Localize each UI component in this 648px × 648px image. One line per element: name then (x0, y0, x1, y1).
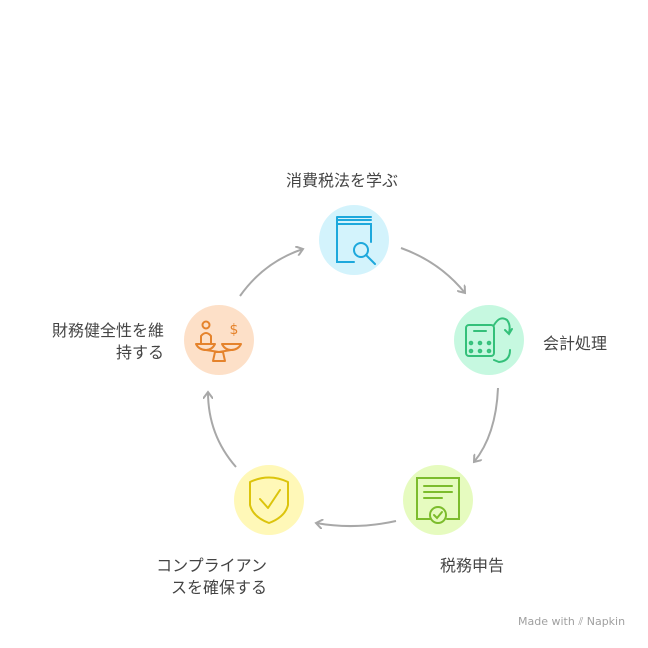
step-label-accounting: 会計処理 (543, 334, 608, 353)
label-line-1: コンプライアン (156, 556, 267, 575)
arrow-filing-to-compliance (316, 521, 397, 526)
watermark-prefix: Made with (518, 615, 575, 628)
certificate-document-icon (416, 477, 460, 524)
arrow-compliance-to-health (208, 392, 237, 468)
step-label-learn-tax-law: 消費税法を学ぶ (286, 171, 399, 190)
step-tax-filing (403, 465, 473, 535)
arrow-health-to-learn (239, 249, 303, 297)
balance-scale-icon: $ (195, 320, 242, 362)
step-financial-health: $ (184, 305, 254, 375)
label-line-2: スを確保する (170, 578, 267, 597)
arrow-accounting-to-filing (474, 387, 499, 462)
watermark-brand: Napkin (586, 615, 626, 628)
step-accounting (454, 305, 524, 375)
step-label-tax-filing: 税務申告 (440, 556, 505, 575)
step-learn-tax-law (319, 205, 389, 275)
arrow-learn-to-accounting (400, 247, 465, 293)
shield-check-icon (249, 476, 289, 524)
step-compliance (234, 465, 304, 535)
svg-text:$: $ (230, 322, 239, 338)
book-search-icon (336, 216, 376, 265)
calculator-cycle-icon (465, 317, 513, 364)
label-line-2: 持する (115, 343, 164, 362)
step-label-compliance: コンプライアン スを確保する (130, 555, 267, 599)
napkin-logo-icon: ⫽ (578, 615, 584, 628)
step-label-financial-health: 財務健全性を維 持する (26, 320, 164, 364)
watermark: Made with ⫽ Napkin (518, 615, 625, 629)
label-line-1: 財務健全性を維 (51, 321, 164, 340)
